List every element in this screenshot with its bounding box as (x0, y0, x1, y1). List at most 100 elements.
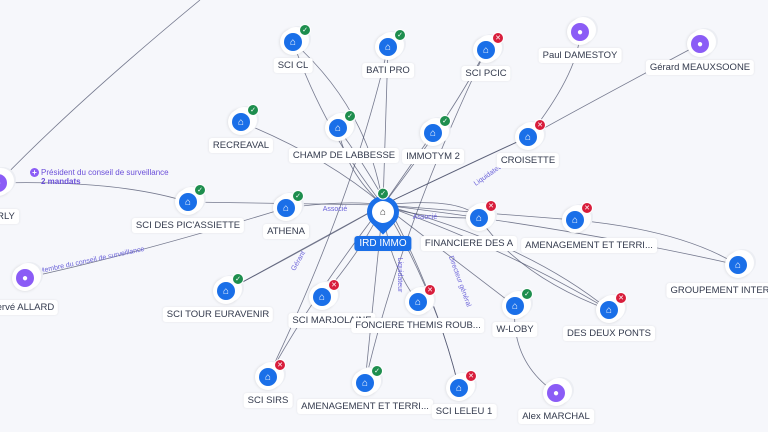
person-icon: ● (0, 174, 7, 192)
edge (0, 0, 201, 182)
active-check-icon: ✓ (344, 110, 356, 122)
node-champ[interactable]: ⌂✓ (325, 110, 356, 141)
active-check-icon: ✓ (194, 184, 206, 196)
active-check-icon: ✓ (439, 115, 451, 127)
node-label: Hervé ALLARD (0, 300, 59, 315)
building-icon: ⌂ (729, 256, 747, 274)
node-label: IMMOTYM 2 (402, 149, 464, 164)
node-label: RLY (0, 209, 19, 224)
closed-cross-icon: ✕ (534, 119, 546, 131)
edge (24, 207, 287, 279)
building-icon: ⌂ (372, 201, 394, 223)
edge-label-liquidateur: Liquidateur (396, 258, 403, 293)
edge-label-associe: Associé (323, 206, 348, 213)
building-icon: ⌂ (566, 211, 584, 229)
node-rly[interactable]: ● (0, 170, 11, 196)
node-croisette[interactable]: ⌂✕ (515, 119, 546, 150)
node-athena[interactable]: ⌂✓ (273, 190, 304, 221)
building-icon: ⌂ (217, 282, 235, 300)
building-icon: ⌂ (424, 124, 442, 142)
node-wloby[interactable]: ⌂✓ (502, 288, 533, 319)
node-groupement[interactable]: ⌂ (725, 252, 751, 278)
active-check-icon: ✓ (377, 187, 389, 200)
person-icon: ● (547, 384, 565, 402)
building-icon: ⌂ (313, 288, 331, 306)
edge-label-associe: Associé (413, 214, 438, 221)
active-check-icon: ✓ (247, 104, 259, 116)
building-icon: ⌂ (232, 113, 250, 131)
node-gerard[interactable]: ● (687, 31, 713, 57)
node-label: FONCIERE THEMIS ROUB... (351, 318, 485, 333)
node-financiere[interactable]: ⌂✕ (466, 200, 497, 231)
closed-cross-icon: ✕ (615, 292, 627, 304)
node-label: SCI TOUR EURAVENIR (162, 307, 274, 322)
node-label: BATI PRO (362, 63, 414, 78)
node-deuxponts[interactable]: ⌂✕ (596, 292, 627, 323)
node-sirs[interactable]: ⌂✕ (255, 359, 286, 390)
active-check-icon: ✓ (299, 24, 311, 36)
edge (382, 204, 610, 311)
node-recreaval[interactable]: ⌂✓ (228, 104, 259, 135)
edge (0, 182, 189, 203)
edge (267, 46, 389, 378)
plus-icon: + (30, 168, 39, 177)
node-alex[interactable]: ● (543, 380, 569, 406)
building-icon: ⌂ (519, 128, 537, 146)
edge-label-membre: Membre du conseil de surveillance (38, 246, 145, 275)
building-icon: ⌂ (450, 379, 468, 397)
node-label: W-LOBY (492, 322, 538, 337)
active-check-icon: ✓ (292, 190, 304, 202)
node-themis[interactable]: ⌂✕ (405, 284, 436, 315)
active-check-icon: ✓ (521, 288, 533, 300)
person-icon: ● (691, 35, 709, 53)
node-label: Gérard MEAUXSOONE (645, 60, 755, 75)
closed-cross-icon: ✕ (492, 32, 504, 44)
closed-cross-icon: ✕ (485, 200, 497, 212)
node-scipcic[interactable]: ⌂✕ (473, 32, 504, 63)
person-icon: ● (16, 269, 34, 287)
node-label: AMENAGEMENT ET TERRI... (297, 399, 433, 414)
node-picassiette[interactable]: ⌂✓ (175, 184, 206, 215)
closed-cross-icon: ✕ (328, 279, 340, 291)
building-icon: ⌂ (284, 33, 302, 51)
active-check-icon: ✓ (371, 365, 383, 377)
building-icon: ⌂ (470, 209, 488, 227)
node-scicl[interactable]: ⌂✓ (280, 24, 311, 55)
active-check-icon: ✓ (394, 29, 406, 41)
node-paul[interactable]: ● (567, 19, 593, 45)
node-label: AMENAGEMENT ET TERRI... (521, 238, 657, 253)
node-immotym[interactable]: ⌂✓ (420, 115, 451, 146)
building-icon: ⌂ (277, 199, 295, 217)
node-label: RECREAVAL (208, 138, 274, 153)
closed-cross-icon: ✕ (274, 359, 286, 371)
node-herve[interactable]: ● (12, 265, 38, 291)
edge (478, 217, 610, 311)
closed-cross-icon: ✕ (465, 370, 477, 382)
edge (382, 204, 739, 266)
active-check-icon: ✓ (232, 273, 244, 285)
building-icon: ⌂ (600, 301, 618, 319)
center-node-label: IRD IMMO (354, 236, 412, 251)
node-label: CROISETTE (496, 153, 560, 168)
node-label: Alex MARCHAL (518, 409, 594, 424)
node-tour[interactable]: ⌂✓ (213, 273, 244, 304)
building-icon: ⌂ (409, 293, 427, 311)
node-amenag2[interactable]: ⌂✓ (352, 365, 383, 396)
building-icon: ⌂ (506, 297, 524, 315)
edge-label-gerant: Gérant (290, 250, 307, 272)
node-batipro[interactable]: ⌂✓ (375, 29, 406, 60)
edge (240, 121, 384, 206)
edge (514, 305, 557, 394)
node-leleu[interactable]: ⌂✕ (446, 370, 477, 401)
edge (574, 219, 739, 266)
node-amenag1[interactable]: ⌂✕ (562, 202, 593, 233)
person-icon: ● (571, 23, 589, 41)
building-icon: ⌂ (329, 119, 347, 137)
building-icon: ⌂ (179, 193, 197, 211)
building-icon: ⌂ (379, 38, 397, 56)
building-icon: ⌂ (477, 41, 495, 59)
node-marjolaine[interactable]: ⌂✕ (309, 279, 340, 310)
building-icon: ⌂ (259, 368, 277, 386)
node-label: CHAMP DE LABBESSE (288, 148, 400, 163)
